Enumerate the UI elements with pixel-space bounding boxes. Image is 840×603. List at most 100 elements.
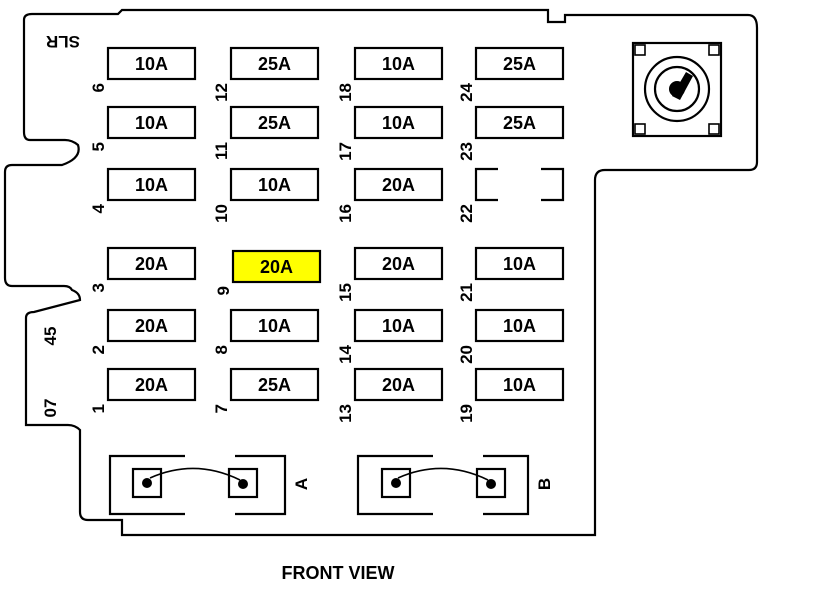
fuse-slot-number: 17 xyxy=(336,142,355,161)
fuse-body xyxy=(474,308,565,343)
caption: FRONT VIEW xyxy=(282,563,395,583)
fuse-rating: 20A xyxy=(382,175,415,195)
fuse-slot-number: 22 xyxy=(457,204,476,223)
fuse-12: 25A 12 xyxy=(212,46,320,102)
relay-b: B xyxy=(356,454,554,516)
fuse-slot-number: 11 xyxy=(212,142,231,160)
fuse-rating: 20A xyxy=(135,316,168,336)
fuse-13: 20A 13 xyxy=(336,367,444,423)
fuse-slot-number: 18 xyxy=(336,83,355,102)
fuse-6: 10A 6 xyxy=(89,46,197,92)
fuse-slot-number: 4 xyxy=(89,203,108,213)
fuse-rating: 10A xyxy=(135,113,168,133)
fuse-body xyxy=(474,367,565,402)
fuse-rating: 10A xyxy=(258,175,291,195)
panel-outline xyxy=(3,8,759,537)
fuse-slot-number: 8 xyxy=(212,345,231,354)
fuse-body xyxy=(353,105,444,140)
fuse-rating: 20A xyxy=(135,375,168,395)
fuse-slot-number: 21 xyxy=(457,283,476,302)
fuse-5: 10A 5 xyxy=(89,105,197,151)
fuse-slot-number: 24 xyxy=(457,82,476,101)
fuse-body xyxy=(106,46,197,81)
relay-a: A xyxy=(108,454,311,516)
side-label-45: 45 xyxy=(41,327,60,346)
fuse-8: 10A 8 xyxy=(212,308,320,354)
fuse-7: 25A 7 xyxy=(212,367,320,413)
relay-a-label: A xyxy=(292,478,311,490)
fuse-rating: 20A xyxy=(382,375,415,395)
fuse-rating: 20A xyxy=(382,254,415,274)
fuse-slot-number: 19 xyxy=(457,404,476,423)
fuse-rating: 10A xyxy=(382,316,415,336)
relay-b-label: B xyxy=(535,478,554,490)
fuse-slot-number: 15 xyxy=(336,283,355,302)
corner-label: SLR xyxy=(46,32,80,51)
fuse-body xyxy=(474,246,565,281)
fuse-body xyxy=(474,105,565,140)
fuse-11: 25A 11 xyxy=(212,105,320,160)
fuse-body xyxy=(231,249,322,284)
fuse-body xyxy=(229,308,320,343)
fuse-slot-number: 16 xyxy=(336,204,355,223)
ignition-switch xyxy=(631,41,723,138)
fuse-slot-number: 14 xyxy=(336,344,355,363)
fuse-slot-number: 13 xyxy=(336,404,355,423)
empty-fuse-slot xyxy=(474,167,565,202)
fuse-slot-number: 7 xyxy=(212,404,231,413)
fuse-rating: 20A xyxy=(135,254,168,274)
fuse-rating: 10A xyxy=(503,375,536,395)
fuse-body xyxy=(229,105,320,140)
fuse-body xyxy=(353,308,444,343)
fuse-body xyxy=(353,367,444,402)
fuse-slot-number: 10 xyxy=(212,204,231,223)
fuse-15: 20A 15 xyxy=(336,246,444,302)
fuse-body xyxy=(106,105,197,140)
fuse-14: 10A 14 xyxy=(336,308,444,364)
fuse-slot-number: 6 xyxy=(89,83,108,92)
fuse-slot-number: 1 xyxy=(89,404,108,413)
fuse-4: 10A 4 xyxy=(89,167,197,213)
fuse-24: 25A 24 xyxy=(457,46,565,102)
fuse-slot-number: 9 xyxy=(214,286,233,295)
fuse-slot-number: 5 xyxy=(89,142,108,151)
fuse-16: 20A 16 xyxy=(336,167,444,223)
fuse-body xyxy=(229,46,320,81)
fuse-23: 25A 23 xyxy=(457,105,565,161)
fuse-body xyxy=(353,246,444,281)
fuse-slot-number: 2 xyxy=(89,345,108,354)
fuse-rating: 10A xyxy=(503,254,536,274)
fuse-body xyxy=(474,46,565,81)
fuse-rating: 25A xyxy=(503,113,536,133)
fuse-2: 20A 2 xyxy=(89,308,197,354)
fuse-rating: 10A xyxy=(258,316,291,336)
fuse-9: 20A 9 xyxy=(214,249,322,295)
fuse-rating: 10A xyxy=(382,54,415,74)
fuse-slot-number: 12 xyxy=(212,83,231,102)
fuse-rating: 10A xyxy=(135,54,168,74)
fuse-body xyxy=(106,367,197,402)
fuse-10: 10A 10 xyxy=(212,167,320,223)
fuse-rating: 25A xyxy=(258,113,291,133)
fuse-slot-number: 23 xyxy=(457,142,476,161)
fuse-body xyxy=(106,167,197,202)
fuse-rating: 10A xyxy=(503,316,536,336)
fuse-body xyxy=(106,246,197,281)
fuse-22: 22 xyxy=(457,167,565,223)
fuse-body xyxy=(229,367,320,402)
fuse-19: 10A 19 xyxy=(457,367,565,423)
fuse-rating: 25A xyxy=(258,54,291,74)
fuse-rating: 25A xyxy=(258,375,291,395)
fuse-body xyxy=(106,308,197,343)
fuse-body xyxy=(353,167,444,202)
fuse-rating: 25A xyxy=(503,54,536,74)
side-label-07: 07 xyxy=(41,399,60,418)
fuse-18: 10A 18 xyxy=(336,46,444,102)
fuse-21: 10A 21 xyxy=(457,246,565,302)
fuse-rating: 20A xyxy=(260,257,293,277)
fuse-rating: 10A xyxy=(135,175,168,195)
